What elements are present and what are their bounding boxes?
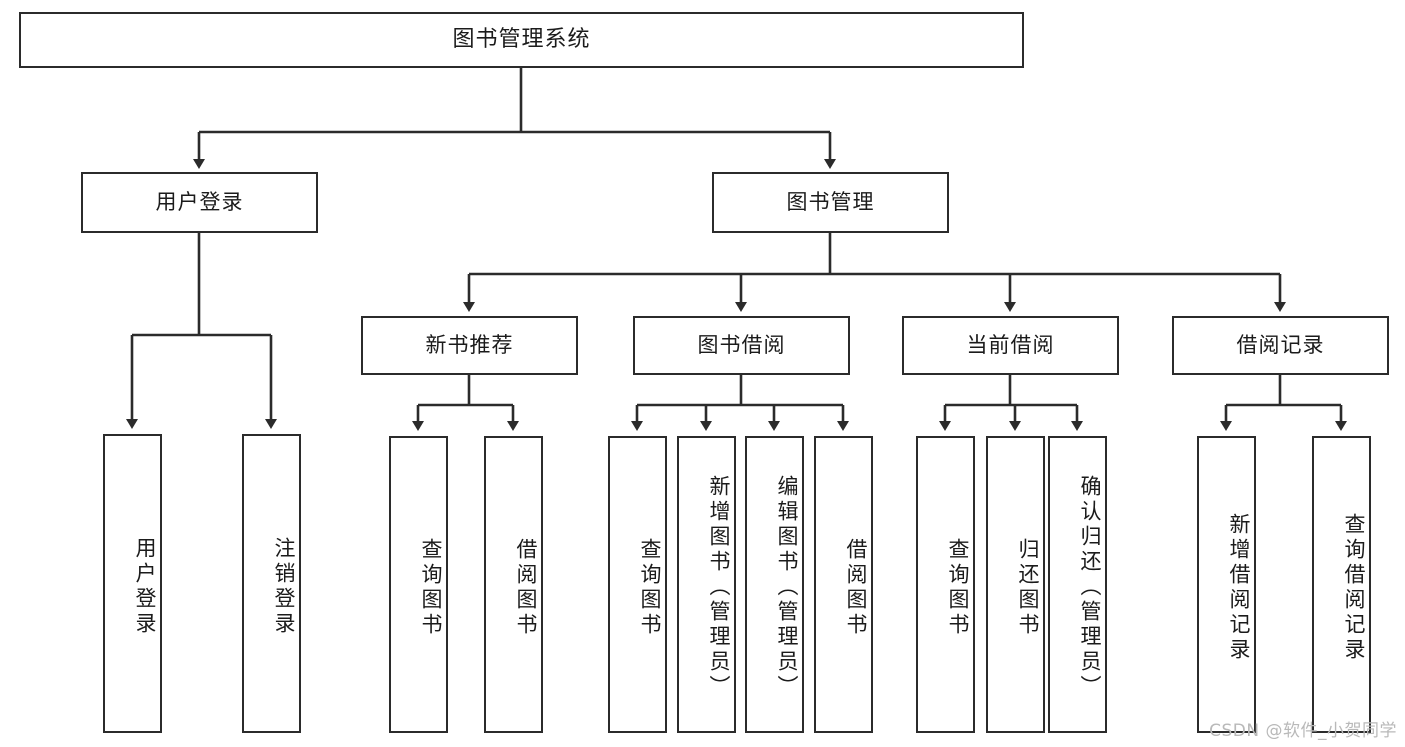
leaf-book-borrow-query[interactable]: 查询图书 xyxy=(608,436,667,733)
node-book-management[interactable]: 图书管理 xyxy=(712,172,949,233)
leaf-book-borrow-add-admin[interactable]: 新增图书（管理员） xyxy=(677,436,736,733)
leaf-borrow-record-query[interactable]: 查询借阅记录 xyxy=(1312,436,1371,733)
leaf-new-book-borrow[interactable]: 借阅图书 xyxy=(484,436,543,733)
node-new-book-recommend[interactable]: 新书推荐 xyxy=(361,316,578,375)
leaf-current-borrow-query[interactable]: 查询图书 xyxy=(916,436,975,733)
leaf-user-login-login[interactable]: 用户登录 xyxy=(103,434,162,733)
leaf-user-login-logout[interactable]: 注销登录 xyxy=(242,434,301,733)
leaf-new-book-query[interactable]: 查询图书 xyxy=(389,436,448,733)
leaf-current-borrow-return[interactable]: 归还图书 xyxy=(986,436,1045,733)
node-current-borrow[interactable]: 当前借阅 xyxy=(902,316,1119,375)
node-borrow-record[interactable]: 借阅记录 xyxy=(1172,316,1389,375)
leaf-book-borrow-edit-admin[interactable]: 编辑图书（管理员） xyxy=(745,436,804,733)
leaf-current-borrow-confirm-admin[interactable]: 确认归还（管理员） xyxy=(1048,436,1107,733)
leaf-borrow-record-add[interactable]: 新增借阅记录 xyxy=(1197,436,1256,733)
node-book-borrow[interactable]: 图书借阅 xyxy=(633,316,850,375)
leaf-book-borrow-borrow[interactable]: 借阅图书 xyxy=(814,436,873,733)
node-user-login[interactable]: 用户登录 xyxy=(81,172,318,233)
node-root-system[interactable]: 图书管理系统 xyxy=(19,12,1024,68)
